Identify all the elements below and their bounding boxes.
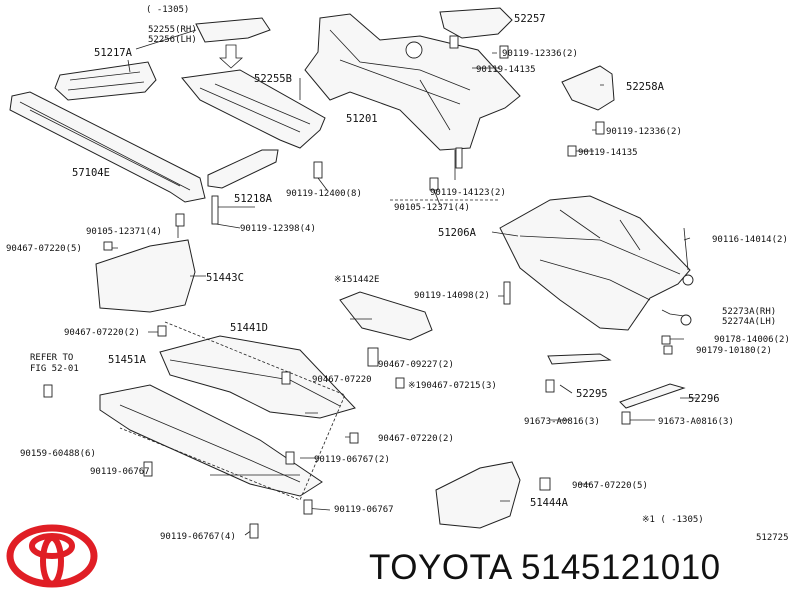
part-number: 5145121010 [520, 548, 721, 587]
label-51206A: 51206A [438, 227, 477, 239]
label-90119-06767-a: 90119-06767 [90, 467, 150, 477]
label-90467-07220-e: 90467-07220(5) [572, 481, 648, 491]
part-51441D [159, 335, 356, 419]
label-90119-14098: 90119-14098(2) [414, 291, 490, 301]
label-57104E: 57104E [72, 167, 110, 179]
label-52274A: 52274A(LH) [722, 317, 776, 327]
label-90178-14006: 90178-14006(2) [714, 335, 790, 345]
label-90467-07215: ※190467-07215(3) [408, 381, 497, 391]
label-90159-60488: 90159-60488(6) [20, 449, 96, 459]
part-52295 [547, 353, 612, 365]
label-51201: 51201 [346, 113, 378, 125]
part-51201-crossmember [304, 13, 521, 151]
label-51441D: 51441D [230, 322, 268, 334]
part-52255-bracket [195, 17, 271, 43]
label-51444A: 51444A [530, 497, 569, 509]
label-52256: 52256(LH) [148, 35, 197, 45]
label-90467-07220-d: 90467-07220(2) [378, 434, 454, 444]
toyota-logo-icon [6, 524, 98, 588]
label-51442E: ※151442E [334, 275, 379, 285]
label-91673-A0816-a: 91673-A0816(3) [524, 417, 600, 427]
label-90119-12398: 90119-12398(4) [240, 224, 316, 234]
part-52255B [181, 69, 326, 149]
part-51217A [54, 61, 157, 101]
label-90119-12336-b: 90119-12336(2) [606, 127, 682, 137]
note-top: ( -1305) [146, 5, 189, 15]
part-52296 [619, 383, 686, 409]
refer-line-2: FIG 52-01 [30, 364, 79, 374]
part-51444A [435, 461, 521, 529]
label-52255B: 52255B [254, 73, 292, 85]
label-52296: 52296 [688, 393, 720, 405]
part-51206A-crossmember [499, 195, 691, 331]
label-51217A: 51217A [94, 47, 133, 59]
label-90119-14135-b: 90119-14135 [578, 148, 638, 158]
refer-line-1: REFER TO [30, 353, 73, 363]
arrow-down-icon [218, 44, 244, 69]
part-52258A [561, 65, 615, 111]
label-90105-12371-a: 90105-12371(4) [394, 203, 470, 213]
label-90119-12400: 90119-12400(8) [286, 189, 362, 199]
part-51442E [339, 291, 433, 341]
label-52295: 52295 [576, 388, 608, 400]
label-90119-14135-a: 90119-14135 [476, 65, 536, 75]
label-90467-09227: 90467-09227(2) [378, 360, 454, 370]
part-51451A [99, 384, 323, 497]
label-90116-14014: 90116-14014(2) [712, 235, 788, 245]
label-52255: 52255(RH) [148, 25, 197, 35]
label-90119-12336-a: 90119-12336(2) [502, 49, 578, 59]
part-51443C [95, 239, 196, 313]
label-90179-10180: 90179-10180(2) [696, 346, 772, 356]
label-52273A: 52273A(RH) [722, 307, 776, 317]
part-51218A [207, 149, 279, 189]
part-52257 [439, 7, 513, 39]
brand-name: TOYOTA [369, 548, 511, 587]
label-90119-06767-c: 90119-06767 [334, 505, 394, 515]
label-90105-12371-b: 90105-12371(4) [86, 227, 162, 237]
label-51443C: 51443C [206, 272, 244, 284]
note-bottom: ※1 ( -1305) [642, 515, 704, 525]
label-90119-14123: 90119-14123(2) [430, 188, 506, 198]
label-52257: 52257 [514, 13, 546, 25]
brand-part-number: TOYOTA 5145121010 [369, 548, 795, 588]
label-91673-A0816-b: 91673-A0816(3) [658, 417, 734, 427]
label-90467-07220-a: 90467-07220(5) [6, 244, 82, 254]
label-90119-06767-d: 90119-06767(4) [160, 532, 236, 542]
label-90467-07220-b: 90467-07220(2) [64, 328, 140, 338]
diagram-id: 512725 [756, 533, 789, 543]
label-90119-06767-b: 90119-06767(2) [314, 455, 390, 465]
label-90467-07220-c: 90467-07220 [312, 375, 372, 385]
label-51218A: 51218A [234, 193, 273, 205]
label-52258A: 52258A [626, 81, 665, 93]
label-51451A: 51451A [108, 354, 147, 366]
